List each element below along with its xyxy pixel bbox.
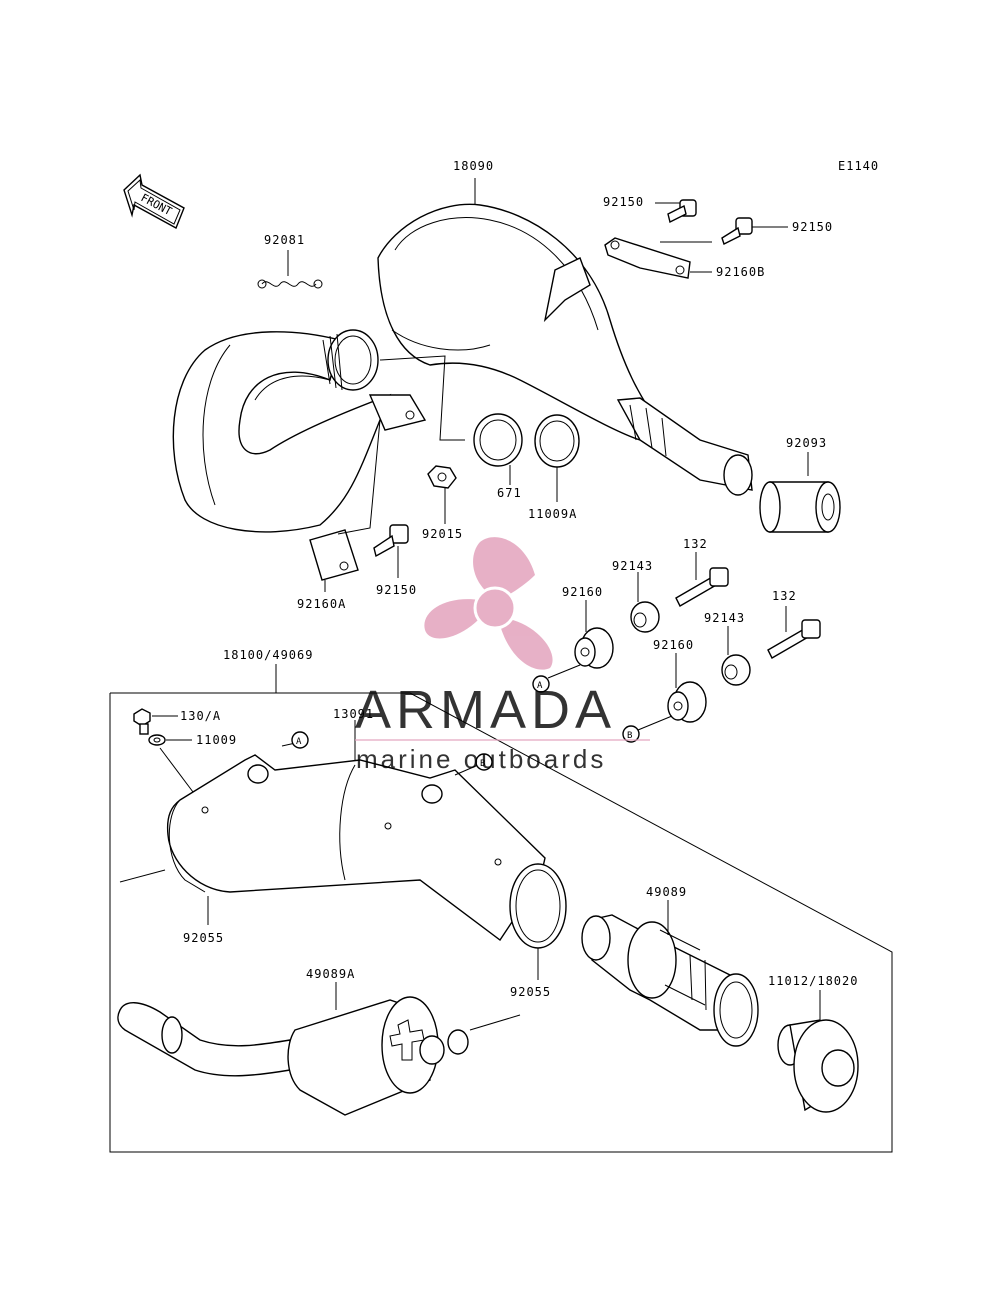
marker-a-upper [532,675,550,693]
marker-a-upper-label: A [537,681,543,691]
bolt-92150-lower [373,524,409,558]
label-13091: 13091 [333,707,374,721]
bolt-132-a [675,567,729,607]
bolt-132-b [767,619,821,659]
washer-11009 [148,734,166,746]
grommet-92160-d [667,681,707,723]
marker-b-upper-label: B [627,731,632,741]
label-92055b: 92055 [510,985,551,999]
spring-92081 [257,279,323,289]
ref-code: E1140 [838,159,879,173]
label-92081: 92081 [264,233,305,247]
label-92160a: 92160A [297,597,346,611]
label-11009: 11009 [196,733,237,747]
label-92160c: 92160 [562,585,603,599]
assembly-box [109,692,893,1153]
end-cap-11012 [777,1019,859,1113]
label-92160d: 92160 [653,638,694,652]
label-92150b: 92150 [792,220,833,234]
ring-671 [473,413,523,467]
expansion-chamber [172,203,753,533]
label-92150c: 92150 [376,583,417,597]
label-49089: 49089 [646,885,687,899]
bracket-92160b [604,237,691,279]
collar-92143-a [630,601,660,633]
front-arrow-icon: FRONT [123,173,185,229]
label-132a: 132 [683,537,708,551]
label-92143b: 92143 [704,611,745,625]
bolt-92150-right [721,217,753,245]
muffler-body [166,754,567,949]
bolt-130a [133,708,151,735]
armada-logo-icon [424,537,553,670]
marker-b-upper [622,725,640,743]
label-11012: 11012/18020 [768,974,858,988]
label-671: 671 [497,486,522,500]
label-11009a: 11009A [528,507,577,521]
marker-a-lower [291,731,309,749]
sleeve-92093 [759,481,841,533]
label-49089a: 49089A [306,967,355,981]
nut-92015 [427,465,457,489]
marker-a-lower-label: A [296,737,302,747]
bolt-92150-top [667,199,697,224]
grommet-92160-c [574,627,614,669]
label-18090: 18090 [453,159,494,173]
marker-b-lower-label: B [480,759,485,769]
label-92160b: 92160B [716,265,765,279]
watermark-brand: ARMADA [355,680,616,740]
gasket-11009a [534,414,580,468]
label-92093: 92093 [786,436,827,450]
insert-49089 [581,914,759,1047]
label-92055a: 92055 [183,931,224,945]
watermark-tagline: marine outboards [356,744,606,774]
silencer-49089a [117,996,469,1116]
bracket-92160a [309,529,359,581]
label-92015: 92015 [422,527,463,541]
collar-92143-b [721,654,751,686]
label-92150a: 92150 [603,195,644,209]
label-18100: 18100/49069 [223,648,313,662]
label-92143a: 92143 [612,559,653,573]
marker-b-lower [475,753,493,771]
leader-671 [379,355,465,441]
label-132b: 132 [772,589,797,603]
label-130a: 130/A [180,709,221,723]
